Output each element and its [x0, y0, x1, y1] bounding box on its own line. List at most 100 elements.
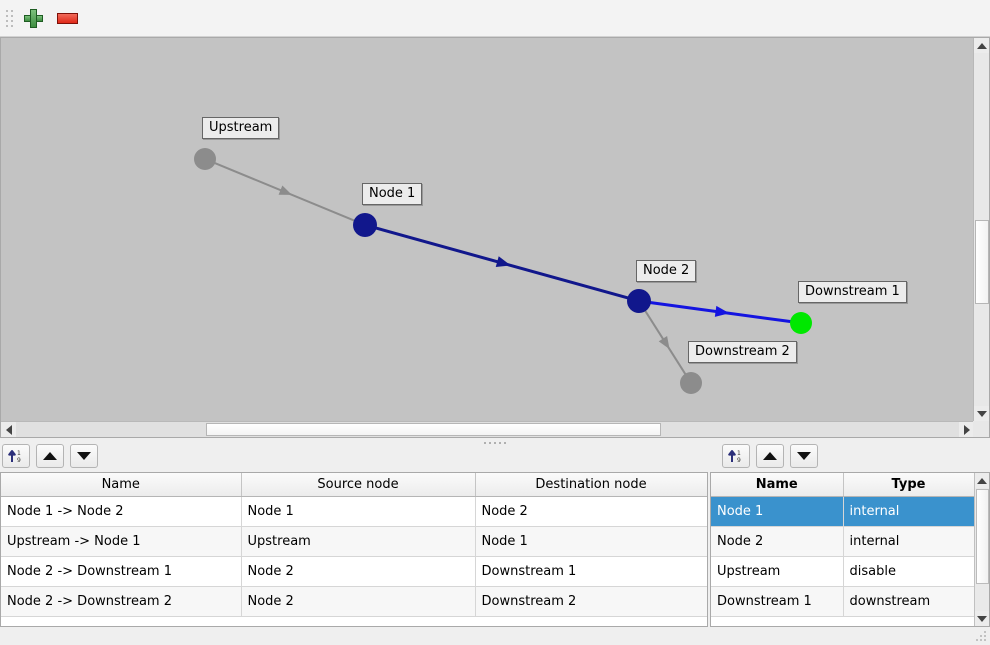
panel-splitter[interactable]	[0, 438, 990, 447]
main-toolbar	[0, 0, 990, 37]
scroll-left-icon[interactable]	[1, 422, 16, 437]
svg-text:1: 1	[737, 450, 741, 457]
toolbar-drag-handle[interactable]	[4, 7, 14, 29]
graph-edges-layer	[194, 148, 812, 394]
plus-icon	[23, 8, 43, 28]
nodes-sort-button[interactable]: 1 9	[722, 444, 750, 468]
edges-table-header-row: Name Source node Destination node	[1, 473, 707, 497]
nodes-toolbar: 1 9	[710, 441, 990, 472]
scrollbar-corner	[973, 421, 989, 437]
edge-arrowhead-node2-down2	[658, 336, 670, 350]
scroll-down-icon[interactable]	[974, 406, 989, 421]
graph-hscroll-thumb[interactable]	[206, 423, 661, 436]
triangle-down-icon	[797, 452, 811, 460]
splitter-grip-icon	[484, 441, 506, 444]
nodes-move-up-button[interactable]	[756, 444, 784, 468]
node-label-node1[interactable]: Node 1	[362, 183, 423, 205]
nodes-col-type[interactable]: Type	[843, 473, 975, 497]
triangle-up-icon	[43, 452, 57, 460]
edges-col-destination[interactable]: Destination node	[475, 473, 707, 497]
edge-destination-cell[interactable]: Node 1	[475, 526, 707, 557]
edges-sort-button[interactable]: 1 9	[2, 444, 30, 468]
edge-arrowhead-node2-down1	[714, 305, 730, 317]
node-label-downstream2[interactable]: Downstream 2	[688, 341, 797, 363]
nodes-table-header-row: Name Type	[711, 473, 975, 497]
remove-node-button[interactable]	[52, 3, 82, 33]
graph-vertical-scrollbar[interactable]	[973, 38, 989, 421]
edges-pane: 1 9 Name Source node Destination	[0, 441, 708, 627]
node-name-cell[interactable]: Downstream 1	[711, 586, 844, 617]
edge-source-cell[interactable]: Upstream	[241, 526, 476, 557]
node-name-cell[interactable]: Upstream	[711, 556, 844, 587]
graph-node-upstream[interactable]	[194, 148, 216, 170]
svg-text:9: 9	[17, 457, 21, 464]
node-label-upstream[interactable]: Upstream	[202, 117, 280, 139]
sort-icon: 1 9	[8, 448, 24, 464]
edges-toolbar: 1 9	[0, 441, 708, 472]
add-node-button[interactable]	[18, 3, 48, 33]
edge-source-cell[interactable]: Node 1	[241, 496, 476, 527]
edges-move-up-button[interactable]	[36, 444, 64, 468]
nodes-move-down-button[interactable]	[790, 444, 818, 468]
window-resize-grip[interactable]	[976, 631, 988, 643]
edge-destination-cell[interactable]: Downstream 1	[475, 556, 707, 587]
edge-source-cell[interactable]: Node 2	[241, 556, 476, 587]
sort-icon: 1 9	[728, 448, 744, 464]
graph-vscroll-thumb[interactable]	[975, 220, 989, 304]
edges-col-name[interactable]: Name	[1, 473, 242, 497]
node-type-cell[interactable]: internal	[843, 526, 975, 557]
graph-node-node2[interactable]	[627, 289, 651, 313]
nodes-col-name[interactable]: Name	[711, 473, 844, 497]
scroll-down-icon[interactable]	[975, 611, 989, 626]
graph-node-node1[interactable]	[353, 213, 377, 237]
node-label-node2[interactable]: Node 2	[636, 260, 697, 282]
edges-table-frame: Name Source node Destination node Node 1…	[0, 472, 708, 627]
svg-text:9: 9	[737, 457, 741, 464]
nodes-table-scrollbar[interactable]	[974, 473, 989, 626]
scroll-up-icon[interactable]	[975, 473, 989, 488]
edge-name-cell[interactable]: Node 2 -> Downstream 2	[1, 586, 242, 617]
scroll-right-icon[interactable]	[959, 422, 974, 437]
node-type-cell[interactable]: internal	[843, 496, 975, 527]
edge-destination-cell[interactable]: Node 2	[475, 496, 707, 527]
graph-node-downstream1[interactable]	[790, 312, 812, 334]
nodes-scroll-thumb[interactable]	[976, 489, 989, 584]
edge-arrowhead-upstream-node1	[278, 185, 292, 195]
edge-name-cell[interactable]: Upstream -> Node 1	[1, 526, 242, 557]
scroll-up-icon[interactable]	[974, 38, 989, 53]
graph-node-downstream2[interactable]	[680, 372, 702, 394]
edge-source-cell[interactable]: Node 2	[241, 586, 476, 617]
edge-name-cell[interactable]: Node 1 -> Node 2	[1, 496, 242, 527]
triangle-down-icon	[77, 452, 91, 460]
nodes-pane: 1 9 Name Type No	[710, 441, 990, 627]
node-name-cell[interactable]: Node 1	[711, 496, 844, 527]
node-type-cell[interactable]: downstream	[843, 586, 975, 617]
node-label-downstream1[interactable]: Downstream 1	[798, 281, 907, 303]
edge-destination-cell[interactable]: Downstream 2	[475, 586, 707, 617]
node-type-cell[interactable]: disable	[843, 556, 975, 587]
edge-name-cell[interactable]: Node 2 -> Downstream 1	[1, 556, 242, 587]
minus-icon	[56, 12, 78, 24]
graph-horizontal-scrollbar[interactable]	[1, 421, 974, 437]
svg-text:1: 1	[17, 450, 21, 457]
edges-col-source[interactable]: Source node	[241, 473, 476, 497]
edges-move-down-button[interactable]	[70, 444, 98, 468]
triangle-up-icon	[763, 452, 777, 460]
edge-arrowhead-node1-node2	[495, 256, 511, 268]
node-name-cell[interactable]: Node 2	[711, 526, 844, 557]
